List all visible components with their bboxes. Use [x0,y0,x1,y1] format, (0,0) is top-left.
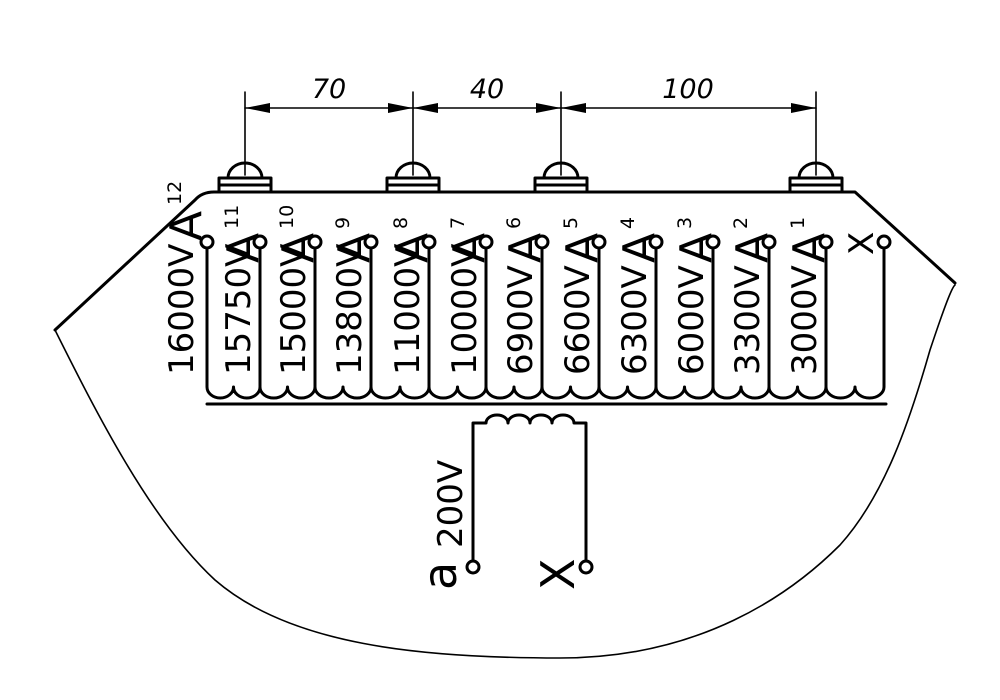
tap-label-12: 16000V A 12 [161,181,212,375]
tap-label-7: 10000V A 7 [444,217,495,375]
tap-label-8: 11000V A 8 [387,217,438,375]
tap-number: 5 [560,217,582,229]
tap-voltage: 6300V [615,265,655,375]
mounting-bolt [385,161,441,194]
tap-voltage: 11000V [388,244,428,375]
tap-letter: A [727,233,778,263]
mounting-bolt [788,161,844,194]
tap-letter: A [614,233,665,263]
primary-end-terminal [876,234,892,250]
tap-label-9: 13800V A 9 [329,217,380,375]
tap-label-2: 3300V A 2 [727,217,778,375]
dimension-label: 100 [662,74,714,105]
tap-number: 11 [221,205,243,229]
tap-voltage: 15000V [274,244,314,375]
tap-number: 4 [617,217,639,229]
tap-label-11: 15750V A 11 [218,205,269,375]
tap-terminal-2 [761,234,777,250]
tap-letter: A [161,211,212,241]
secondary-end-terminal [578,559,594,575]
secondary-end-label: X [531,558,585,590]
dimension-arrow [536,103,561,113]
tap-letter: A [671,233,722,263]
primary-end-label: X [842,232,882,255]
mounting-bolt [217,161,273,194]
tap-terminal-4 [648,234,664,250]
terminal-board-top-plate [53,190,957,332]
secondary-start-label-group: a [413,562,467,590]
mounting-bolt [533,161,589,194]
tap-terminal-6 [534,234,550,250]
primary-terminals [199,234,892,250]
tap-letter: A [444,233,495,263]
tap-letter: A [387,233,438,263]
dimension-lines: 70 40 100 [244,74,817,176]
tap-label-3: 6000V A 3 [671,217,722,375]
tap-voltage: 10000V [445,244,485,375]
tap-terminal-3 [705,234,721,250]
tap-voltage: 6000V [672,265,712,375]
tap-voltage: 3300V [728,265,768,375]
tap-letter: A [557,233,608,263]
tap-terminal-11 [252,234,268,250]
tap-letter: A [273,233,324,263]
secondary-voltage-group: 200V [431,460,471,548]
tap-number: 12 [164,181,186,205]
dimension-label: 70 [312,74,346,105]
tap-letter: A [218,233,269,263]
tap-voltage: 13800V [330,244,370,375]
dimension-arrow [413,103,438,113]
tap-voltage: 15750V [219,244,259,375]
tap-terminal-1 [818,234,834,250]
dimension-label: 40 [470,74,504,105]
secondary-labels: 200V a X [413,460,585,590]
dimension-arrow [791,103,816,113]
secondary-voltage: 200V [431,460,471,548]
tap-terminal-8 [421,234,437,250]
tap-terminal-12 [199,234,215,250]
tap-terminal-10 [307,234,323,250]
tap-voltage: 6600V [558,265,598,375]
tap-voltage: 3000V [785,265,825,375]
tap-number: 6 [503,217,525,229]
dimension-arrow [388,103,413,113]
dimension-arrow [245,103,270,113]
tap-labels: 16000V A 12 15750V A 11 15000V A 10 1380… [161,181,882,375]
tap-voltage: 16000V [162,244,202,375]
secondary-start-terminal [465,559,481,575]
tap-letter: A [329,233,380,263]
tap-label-1: 3000V A 1 [784,217,835,375]
tap-number: 10 [276,205,298,229]
tap-number: 1 [787,217,809,229]
tap-terminal-5 [591,234,607,250]
tap-label-5: 6600V A 5 [557,217,608,375]
tap-voltage: 6900V [501,265,541,375]
tap-number: 2 [730,217,752,229]
tap-terminal-9 [363,234,379,250]
secondary-start-label: a [413,562,467,590]
tap-label-6: 6900V A 6 [500,217,551,375]
secondary-winding [471,413,588,564]
primary-end-label-group: X [842,232,882,255]
tap-label-10: 15000V A 10 [273,205,324,375]
tap-number: 9 [332,217,354,229]
mounting-bolts [217,161,844,194]
tap-letter: A [500,233,551,263]
tap-terminal-7 [478,234,494,250]
secondary-end-label-group: X [531,558,585,590]
dimension-arrow [561,103,586,113]
tap-number: 7 [447,217,469,229]
primary-winding [205,240,886,400]
tap-label-4: 6300V A 4 [614,217,665,375]
housing-break-outline [54,284,956,659]
tap-letter: A [784,233,835,263]
tap-number: 3 [674,217,696,229]
tap-number: 8 [390,217,412,229]
